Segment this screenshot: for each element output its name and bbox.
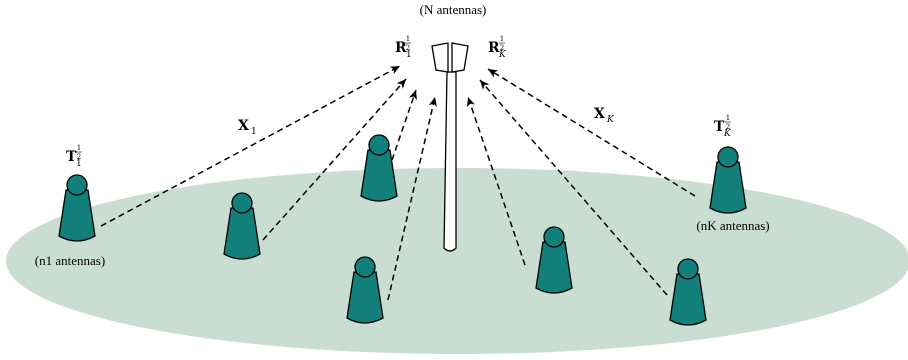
user-3 (360, 134, 398, 202)
x1-label: X 1 (238, 118, 257, 137)
svg-text:K: K (498, 50, 507, 60)
coverage-area (6, 168, 908, 354)
svg-text:1: 1 (76, 159, 82, 169)
base-station (431, 42, 469, 252)
user-K (709, 146, 747, 214)
user-6 (669, 258, 707, 326)
bs-antennas-label: (N antennas) (420, 2, 487, 17)
svg-text:1: 1 (406, 50, 412, 60)
svg-text:2: 2 (500, 44, 504, 52)
user1-antennas-label: (n1 antennas) (35, 253, 105, 268)
svg-text:R: R (395, 40, 407, 56)
svg-text:1: 1 (500, 35, 504, 43)
rk-label: R K 1 2 (488, 35, 507, 60)
svg-text:K: K (606, 115, 615, 125)
user-5 (535, 226, 573, 294)
arrow-user-K (487, 68, 696, 197)
arrow-user-1 (100, 65, 401, 227)
svg-text:R: R (488, 40, 500, 56)
userK-antennas-label: (nK antennas) (696, 218, 769, 233)
user-1 (58, 174, 96, 242)
arrow-user-6 (479, 79, 668, 296)
svg-text:1: 1 (77, 144, 81, 152)
base-station-mast (443, 71, 457, 252)
tk-label: T K 1 2 (714, 114, 732, 139)
svg-text:T: T (714, 119, 725, 135)
svg-text:X: X (594, 106, 605, 122)
base-station-left-panel (431, 42, 449, 73)
svg-text:1: 1 (251, 127, 257, 137)
svg-text:K: K (723, 129, 732, 139)
xk-label: X K (594, 106, 615, 125)
t1-label: T 1 1 2 (66, 144, 82, 169)
arrow-user-4 (387, 96, 437, 301)
user-2 (223, 192, 261, 260)
arrow-user-3 (391, 89, 417, 161)
arrow-user-2 (262, 78, 407, 241)
svg-text:T: T (66, 149, 77, 165)
svg-text:X: X (238, 118, 249, 134)
svg-text:1: 1 (406, 35, 410, 43)
base-station-right-panel (451, 42, 469, 73)
uplink-arrows (100, 65, 696, 301)
svg-text:2: 2 (726, 123, 730, 131)
svg-text:1: 1 (726, 114, 730, 122)
r1-label: R 1 1 2 (395, 35, 412, 60)
svg-text:2: 2 (77, 153, 81, 161)
user-4 (346, 256, 384, 324)
svg-text:2: 2 (406, 44, 410, 52)
